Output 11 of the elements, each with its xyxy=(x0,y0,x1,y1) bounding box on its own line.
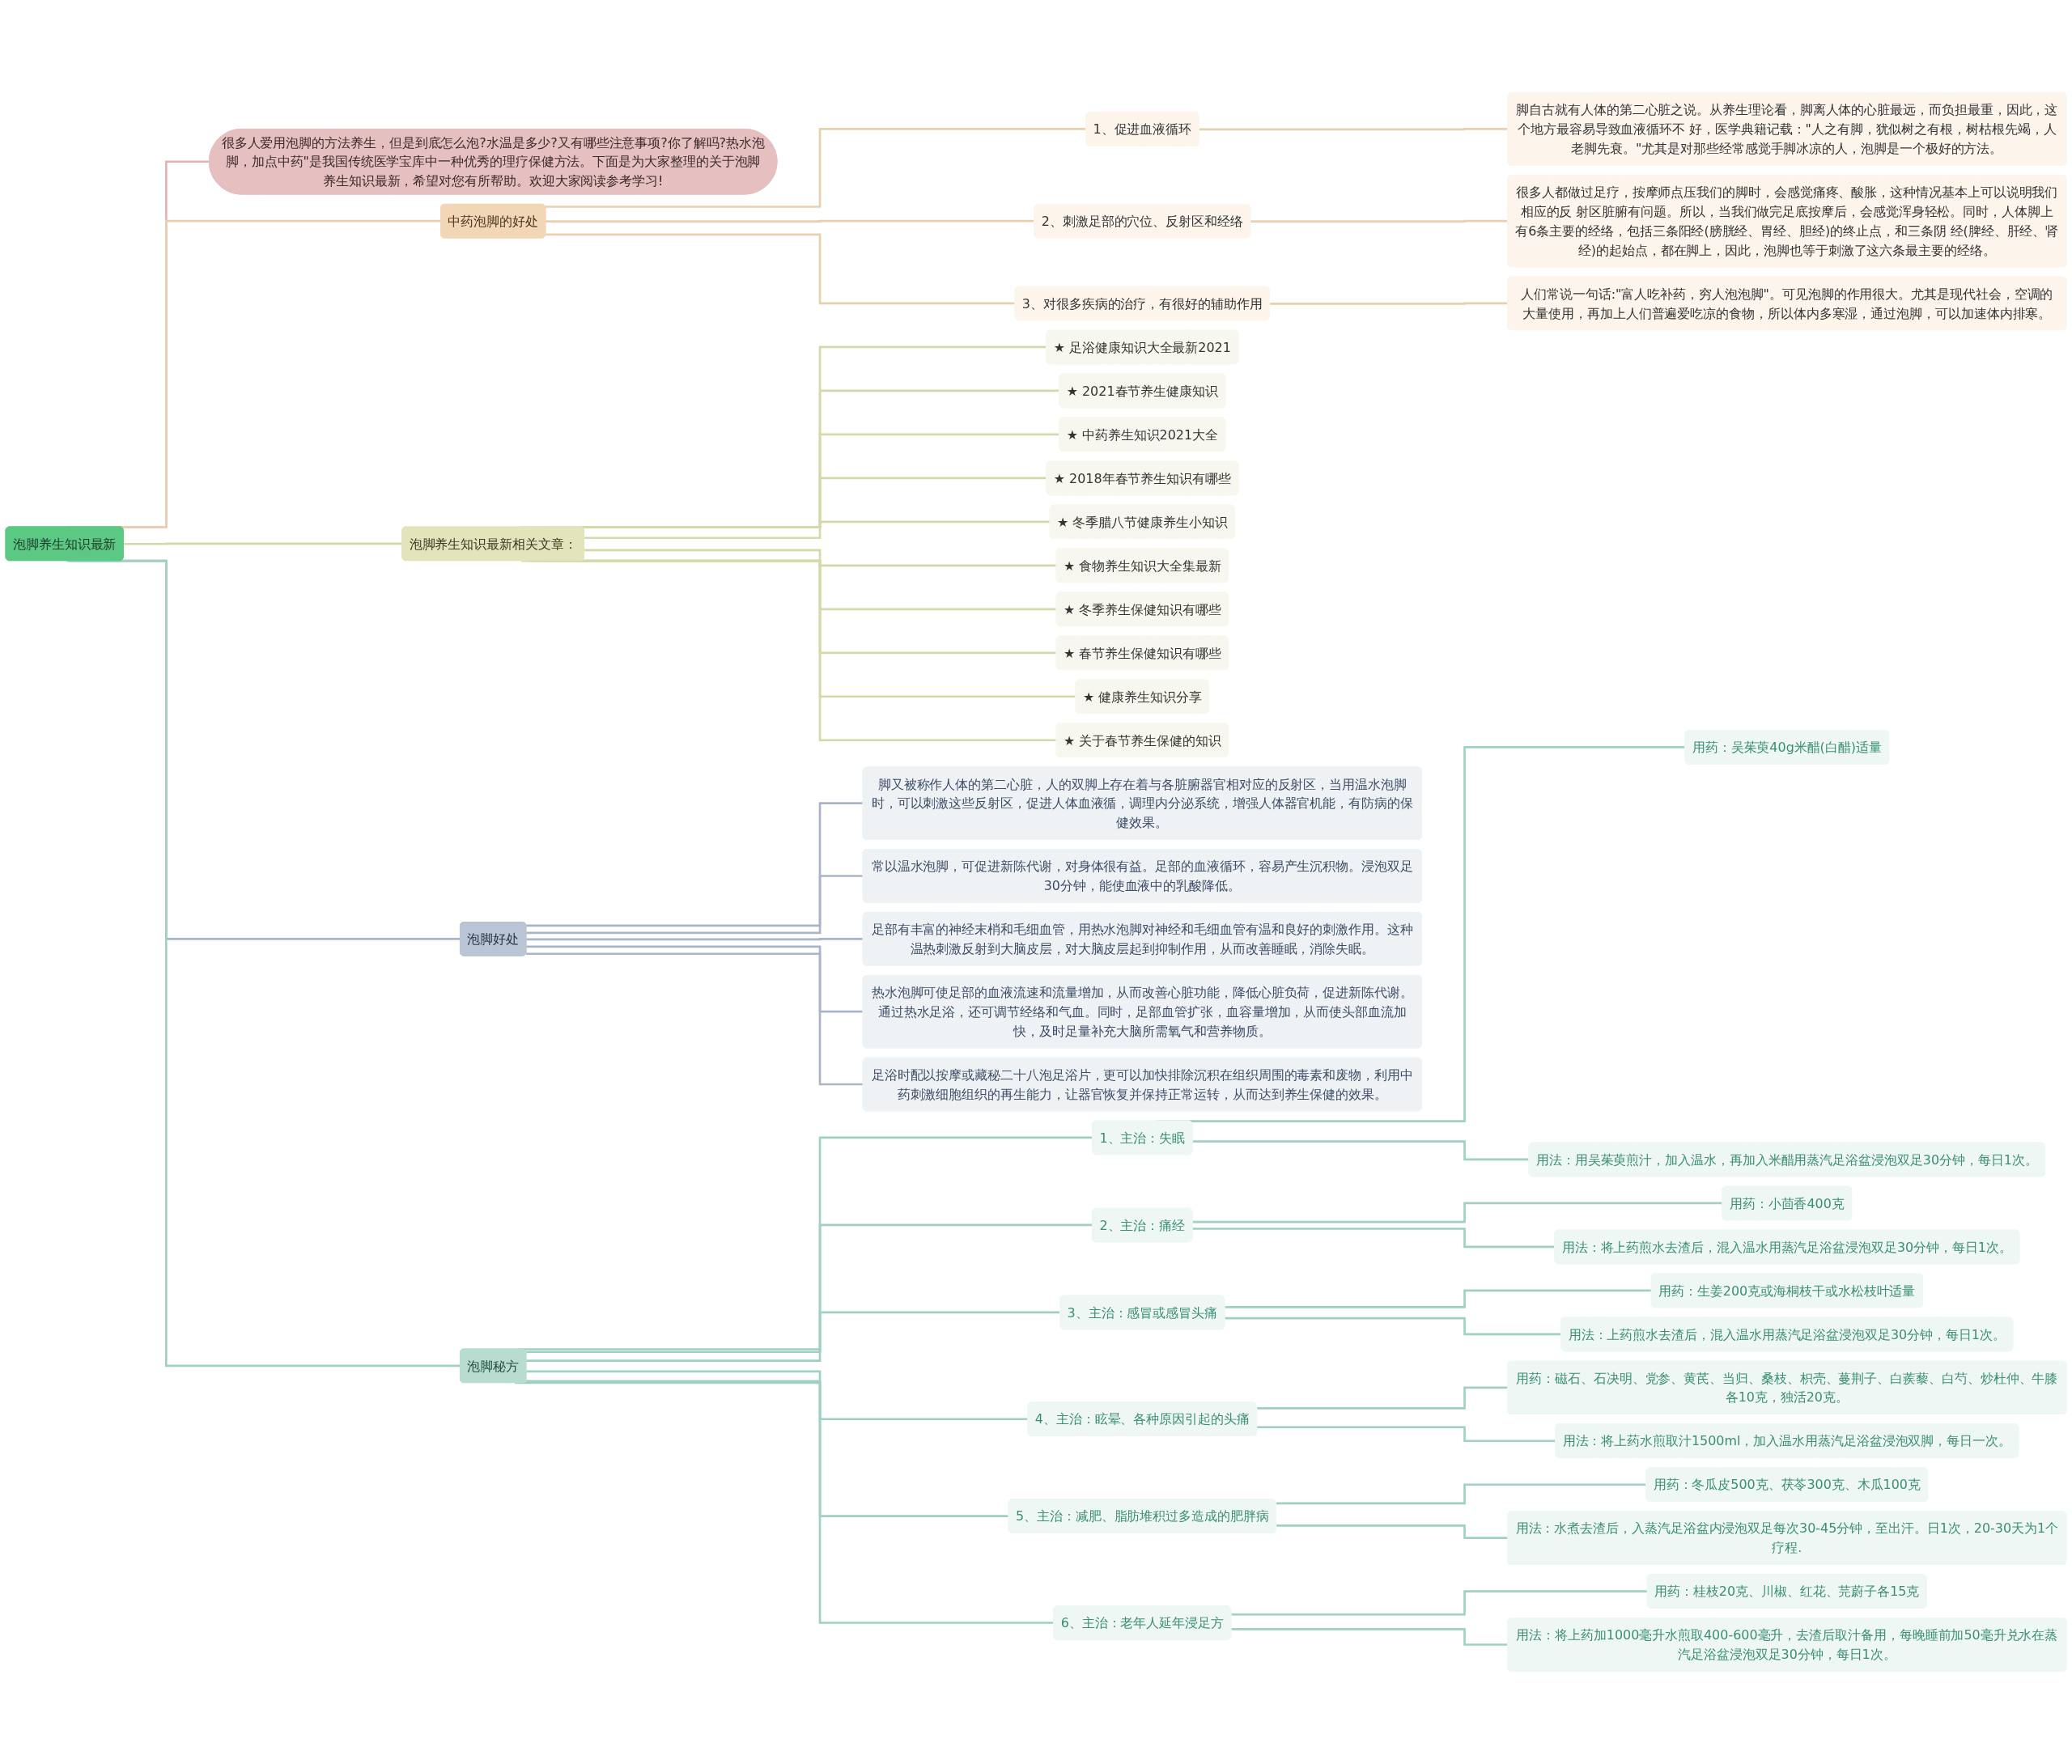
connector xyxy=(526,875,864,935)
connector xyxy=(584,549,1058,567)
connector xyxy=(526,802,864,927)
connector xyxy=(526,952,864,1086)
connector xyxy=(546,233,1017,305)
connector xyxy=(526,945,864,1013)
connector xyxy=(525,1380,1010,1518)
connector xyxy=(584,520,1051,540)
connector xyxy=(526,938,864,941)
connector xyxy=(1192,1140,1531,1161)
connector xyxy=(521,559,1058,742)
